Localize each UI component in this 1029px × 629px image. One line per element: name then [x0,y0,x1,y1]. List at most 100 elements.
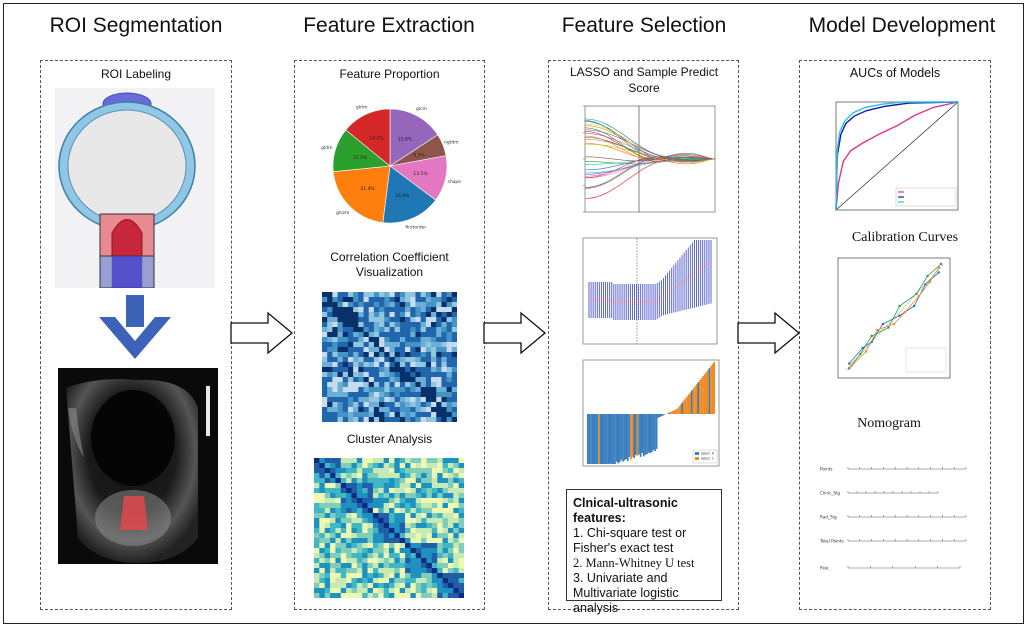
heatmap-cell [451,407,457,413]
heatmap-cell [373,337,380,343]
score-bar [673,410,676,414]
cluster-cell [453,568,459,574]
heatmap-cell [373,357,380,363]
cluster-cell [415,518,422,524]
cluster-cell [340,523,347,529]
cluster-cell [447,503,454,509]
score-bar [659,414,661,418]
cluster-cell [421,578,427,584]
heatmap-cell [436,362,442,368]
cluster-cell [362,458,368,464]
heatmap-cell [322,352,328,358]
heatmap-cell [431,377,437,383]
cluster-cell [421,573,427,579]
cluster-cell [351,503,358,509]
score-bar [710,366,712,414]
heatmap-cell [332,327,338,333]
heatmap-cell [353,362,359,368]
cluster-cell [330,503,336,509]
cluster-cell [362,498,368,504]
heatmap-cell [358,352,364,358]
cluster-cell [362,558,368,564]
cv-mean-point [660,297,663,299]
heatmap-cell [337,362,344,368]
cluster-cell [442,588,449,594]
cluster-cell [324,583,331,589]
cluster-cell [324,523,331,529]
cv-mean-point [621,301,623,303]
cluster-cell [340,463,347,469]
heatmap-cell [399,347,406,353]
cluster-cell [399,508,406,514]
cluster-cell [399,528,406,534]
cluster-cell [437,518,443,524]
cluster-cell [437,578,443,584]
score-bar [603,414,605,464]
heatmap-cell [327,392,333,398]
heatmap-cell [327,297,333,303]
heatmap-cell [337,382,344,388]
heatmap-cell [327,352,333,358]
heatmap-cell [451,337,457,343]
pie-percent-label: 12.5% [353,155,368,161]
cluster-cell [415,583,422,589]
cluster-cell [431,523,438,529]
cluster-cell [335,523,342,529]
cluster-cell [319,518,326,524]
heatmap-cell [431,367,437,373]
score-bar [631,414,634,458]
heatmap-cell [347,317,354,323]
heatmap-cell [368,322,375,328]
heatmap-cell [446,347,453,353]
cluster-cell [399,548,406,554]
cluster-cell [437,553,443,559]
heatmap-cell [379,332,385,338]
heatmap-cell [431,392,437,398]
heatmap-cell [420,312,427,318]
lasso-path-line [584,127,716,163]
cluster-cell [458,543,464,549]
cluster-cell [383,463,390,469]
cluster-cell [426,528,433,534]
heatmap-cell [441,382,447,388]
cluster-cell [426,583,433,589]
cluster-cell [431,568,438,574]
cv-mean-point [652,301,654,303]
heatmap-cell [363,412,370,418]
cluster-cell [421,518,427,524]
heatmap-cell [410,307,416,313]
pie-percent-label: 6.3% [413,152,425,158]
cluster-cell [415,533,422,539]
heatmap-cell [405,387,411,393]
heatmap-cell [373,412,380,418]
roc-legend-box [895,187,957,207]
cluster-cell [314,563,320,569]
score-bar [622,414,624,462]
cluster-cell [431,498,438,504]
cluster-cell [394,508,401,514]
cluster-cell [324,473,331,479]
cluster-cell [367,478,374,484]
score-bar [705,372,708,414]
heatmap-cell [384,332,390,338]
heatmap-cell [379,302,385,308]
cluster-cell [389,528,395,534]
cluster-cell [362,513,368,519]
cluster-cell [362,543,368,549]
cluster-cell [319,503,326,509]
score-bar [638,414,640,455]
heatmap-cell [337,347,344,353]
lasso-path-line [584,158,716,175]
heatmap-cell [337,292,344,298]
title-model-development: Model Development [808,14,996,37]
score-bar [609,414,612,464]
heatmap-cell [394,402,401,408]
heatmap-cell [451,412,457,418]
heatmap-cell [337,417,344,422]
cal-point [937,271,940,274]
cluster-cell [453,583,459,589]
cluster-cell [405,568,411,574]
heatmap-cell [451,317,457,323]
cluster-cell [378,533,384,539]
cluster-cell [351,588,358,594]
